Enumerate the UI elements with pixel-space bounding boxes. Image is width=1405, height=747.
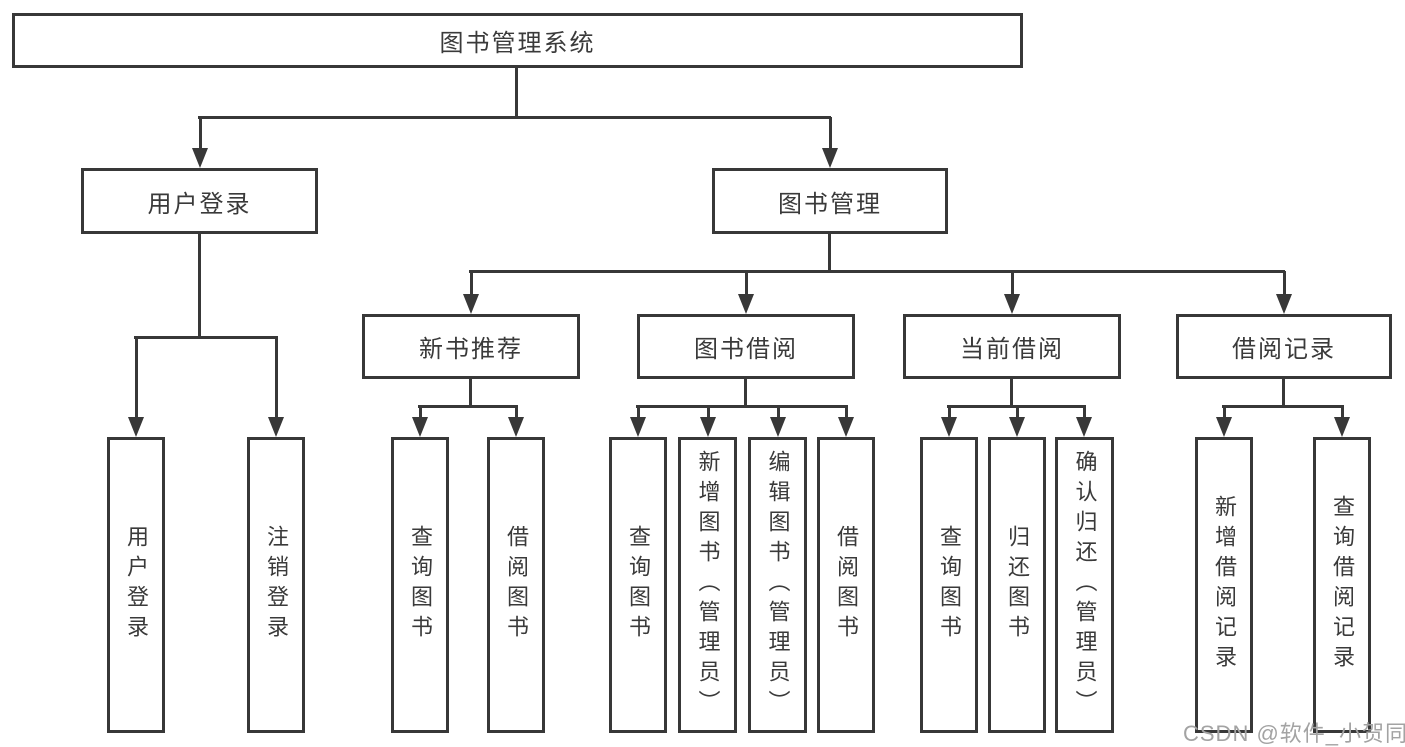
node-label: 归还图书 xyxy=(1005,525,1030,645)
arrow-down-icon xyxy=(822,117,838,168)
connector-user-login-rail xyxy=(134,336,278,339)
connector-book-borrow-stub xyxy=(744,379,747,408)
node-root: 图书管理系统 xyxy=(12,13,1023,68)
node-label: 查询图书 xyxy=(937,525,962,645)
node-book-borrow: 图书借阅 xyxy=(637,314,855,379)
arrow-down-icon xyxy=(1334,405,1350,437)
arrow-down-icon xyxy=(630,405,646,437)
leaf-add-borrow-record: 新增借阅记录 xyxy=(1195,437,1253,733)
connector-book-management-stub xyxy=(828,234,831,273)
arrow-down-icon xyxy=(192,117,208,168)
arrow-down-icon xyxy=(128,336,144,437)
connector-new-book-stub xyxy=(469,379,472,408)
arrow-down-icon xyxy=(1004,271,1020,314)
node-label: 查询图书 xyxy=(626,525,651,645)
connector-root-stub xyxy=(515,68,518,119)
leaf-borrow-book: 借阅图书 xyxy=(487,437,545,733)
node-current-borrow: 当前借阅 xyxy=(903,314,1121,379)
connector-borrow-record-rail xyxy=(1222,405,1344,408)
node-label: 图书借阅 xyxy=(694,336,798,363)
node-label: 查询图书 xyxy=(408,525,433,645)
connector-borrow-record-stub xyxy=(1282,379,1285,408)
arrow-down-icon xyxy=(770,405,786,437)
node-borrow-record: 借阅记录 xyxy=(1176,314,1392,379)
csdn-watermark: CSDN @软件_小贺同学 xyxy=(1183,721,1405,746)
connector-level3-rail xyxy=(469,270,1285,273)
leaf-return-book: 归还图书 xyxy=(988,437,1046,733)
arrow-down-icon xyxy=(463,271,479,314)
arrow-down-icon xyxy=(1276,271,1292,314)
node-label: 借阅记录 xyxy=(1232,336,1336,363)
arrow-down-icon xyxy=(268,336,284,437)
connector-user-login-stub xyxy=(198,234,201,339)
leaf-borrow-book: 借阅图书 xyxy=(817,437,875,733)
arrow-down-icon xyxy=(941,405,957,437)
node-label: 图书管理系统 xyxy=(439,30,596,57)
node-new-book-recommend: 新书推荐 xyxy=(362,314,580,379)
node-label: 新增借阅记录 xyxy=(1212,495,1237,675)
leaf-query-borrow-record: 查询借阅记录 xyxy=(1313,437,1371,733)
node-label: 注销登录 xyxy=(264,525,289,645)
arrow-down-icon xyxy=(508,405,524,437)
connector-current-borrow-stub xyxy=(1010,379,1013,408)
arrow-down-icon xyxy=(412,405,428,437)
leaf-logout: 注销登录 xyxy=(247,437,305,733)
arrow-down-icon xyxy=(738,271,754,314)
connector-new-book-rail xyxy=(418,405,518,408)
leaf-query-book: 查询图书 xyxy=(391,437,449,733)
arrow-down-icon xyxy=(700,405,716,437)
node-label: 用户登录 xyxy=(124,525,149,645)
leaf-edit-book-admin: 编辑图书（管理员） xyxy=(748,437,807,733)
arrow-down-icon xyxy=(1009,405,1025,437)
node-label: 用户登录 xyxy=(147,190,252,218)
node-label: 确认归还（管理员） xyxy=(1072,450,1098,720)
arrow-down-icon xyxy=(838,405,854,437)
leaf-query-book: 查询图书 xyxy=(920,437,978,733)
node-user-login: 用户登录 xyxy=(81,168,318,234)
node-label: 新增图书（管理员） xyxy=(695,450,721,720)
arrow-down-icon xyxy=(1076,405,1092,437)
node-label: 编辑图书（管理员） xyxy=(765,450,791,720)
leaf-query-book: 查询图书 xyxy=(609,437,667,733)
node-label: 新书推荐 xyxy=(419,336,523,363)
arrow-down-icon xyxy=(1216,405,1232,437)
node-label: 借阅图书 xyxy=(834,525,859,645)
leaf-user-login: 用户登录 xyxy=(107,437,165,733)
node-label: 借阅图书 xyxy=(504,525,529,645)
node-label: 当前借阅 xyxy=(960,336,1064,363)
node-label: 查询借阅记录 xyxy=(1330,495,1355,675)
connector-level2-rail xyxy=(198,116,831,119)
connector-book-borrow-rail xyxy=(636,405,848,408)
node-label: 图书管理 xyxy=(778,190,882,218)
node-book-management: 图书管理 xyxy=(712,168,948,234)
leaf-add-book-admin: 新增图书（管理员） xyxy=(678,437,737,733)
leaf-confirm-return-admin: 确认归还（管理员） xyxy=(1055,437,1114,733)
